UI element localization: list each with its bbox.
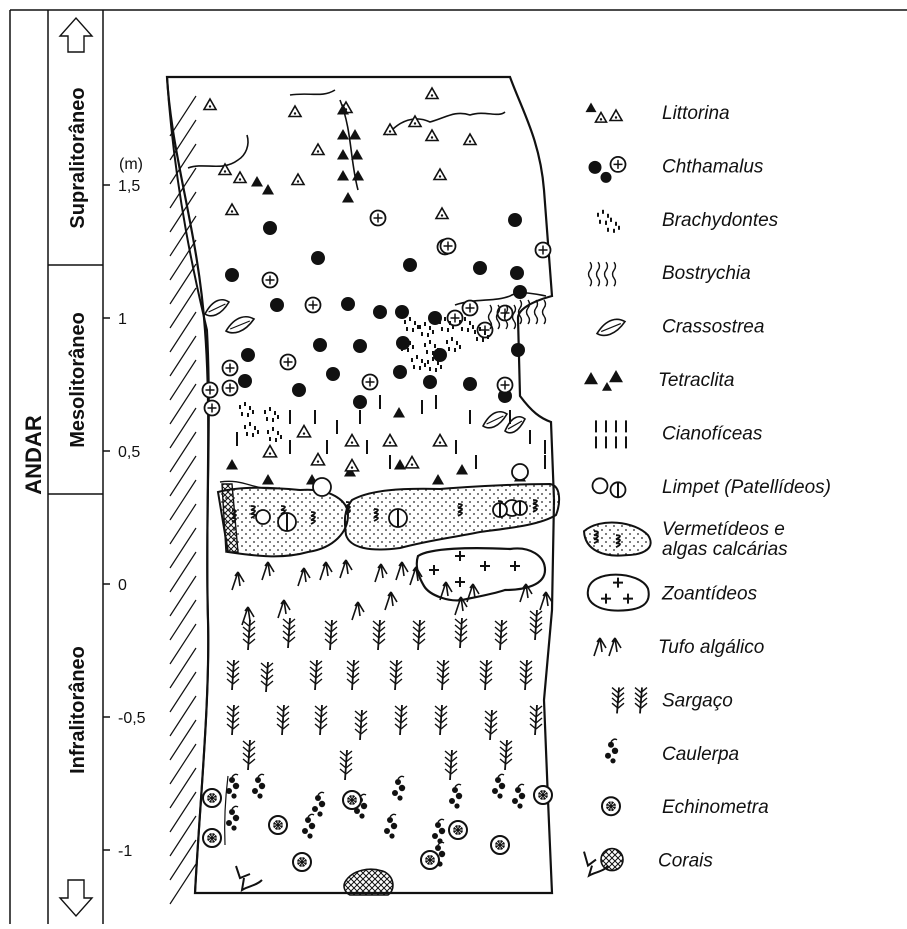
scale-tick-label: 0,5 bbox=[118, 444, 140, 461]
zone-label-supralitoraneo: Supralitorâneo bbox=[67, 87, 89, 228]
legend-item: Corais bbox=[584, 849, 713, 876]
legend-label: Sargaço bbox=[662, 690, 733, 711]
corais-icon bbox=[584, 849, 623, 876]
legend-label: Echinometra bbox=[662, 797, 769, 818]
crassostrea-icon bbox=[597, 319, 625, 335]
scale-tick-label: 1,5 bbox=[118, 178, 140, 195]
legend-item: Littorina bbox=[586, 103, 730, 125]
legend-label: Tufo algálico bbox=[658, 637, 764, 658]
legend-item: Sargaço bbox=[612, 687, 733, 713]
legend-item: Cianofíceas bbox=[596, 420, 763, 448]
arrow-down-icon bbox=[60, 880, 92, 916]
legend-label: Caulerpa bbox=[662, 744, 739, 765]
legend-label: Crassostrea bbox=[662, 317, 764, 338]
zone-label-infralitoraneo: Infralitorâneo bbox=[67, 646, 89, 774]
axis-title: ANDAR bbox=[21, 415, 46, 495]
littorina-icon bbox=[586, 103, 623, 123]
legend-item: Brachydontes bbox=[598, 210, 779, 233]
height-scale: (m) 1,5 1 0,5 0 -0,5 -1 bbox=[103, 156, 146, 860]
scale-tick-label: 1 bbox=[118, 311, 127, 328]
scale-tick-label: 0 bbox=[118, 577, 127, 594]
cianoficeas-icon bbox=[596, 420, 626, 448]
legend-item: Caulerpa bbox=[605, 739, 739, 765]
zone-label-mesolitoraneo: Mesolitorâneo bbox=[67, 312, 89, 448]
legend-item: Echinometra bbox=[602, 797, 769, 818]
legend: LittorinaChthamalusBrachydontesBostrychi… bbox=[584, 103, 831, 876]
legend-label: Littorina bbox=[662, 103, 730, 124]
legend-item: Tufo algálico bbox=[594, 637, 764, 658]
legend-label: Zoantídeos bbox=[661, 584, 758, 605]
sargaco-icon bbox=[612, 687, 647, 713]
legend-label: Limpet (Patellídeos) bbox=[662, 477, 831, 498]
legend-item: Limpet (Patellídeos) bbox=[593, 477, 831, 498]
caulerpa-icon bbox=[605, 739, 618, 763]
limpet-icon bbox=[593, 478, 626, 497]
legend-label: Vermetídeos e bbox=[662, 519, 785, 540]
legend-label: Chthamalus bbox=[662, 156, 764, 177]
legend-label: Corais bbox=[658, 851, 713, 872]
legend-label: Cianofíceas bbox=[662, 423, 763, 444]
chthamalus-icon bbox=[589, 157, 626, 183]
legend-item: Bostrychia bbox=[589, 262, 751, 286]
scale-tick-label: -1 bbox=[118, 843, 132, 860]
arrow-up-icon bbox=[60, 18, 92, 52]
tufo-algalico-icon bbox=[594, 638, 621, 656]
brachydontes-icon bbox=[598, 210, 619, 233]
zoantideos-icon bbox=[588, 575, 649, 611]
scale-unit: (m) bbox=[119, 156, 143, 173]
tetraclita-icon bbox=[584, 370, 623, 391]
scale-tick-label: -0,5 bbox=[118, 710, 146, 727]
bostrychia-icon bbox=[589, 262, 616, 286]
legend-label-line2: algas calcárias bbox=[662, 539, 788, 560]
vermetideos-icon bbox=[584, 522, 651, 555]
legend-item: Crassostrea bbox=[597, 317, 764, 338]
legend-item: Tetraclita bbox=[584, 370, 734, 391]
legend-label: Tetraclita bbox=[658, 370, 734, 391]
legend-item: Chthamalus bbox=[589, 156, 764, 183]
legend-label: Brachydontes bbox=[662, 210, 779, 231]
legend-label: Bostrychia bbox=[662, 263, 751, 284]
echinometra-icon bbox=[602, 797, 620, 815]
legend-item: Zoantídeos bbox=[588, 575, 758, 611]
